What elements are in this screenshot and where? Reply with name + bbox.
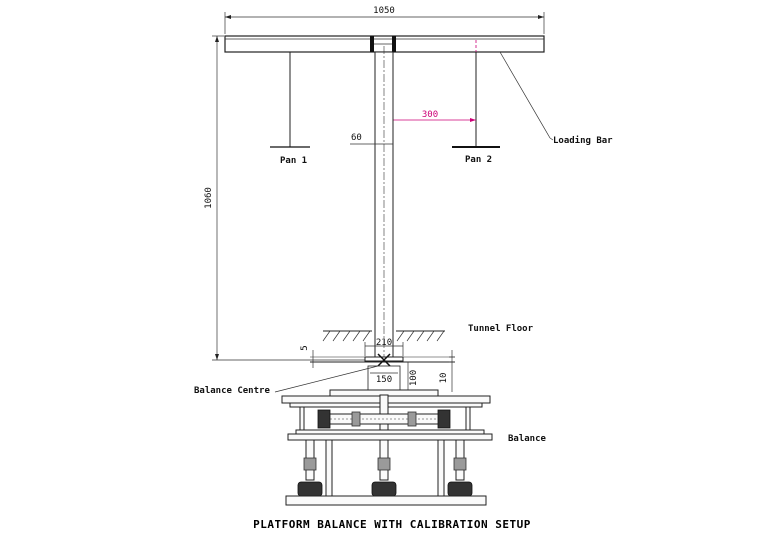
balance-centre-leader <box>274 365 379 393</box>
thickness-dimension: 10 <box>439 350 455 392</box>
loading-bar <box>224 35 545 53</box>
balance-assembly <box>281 389 493 506</box>
rod-dimension: 60 <box>350 133 393 145</box>
plate-dimension: 210 <box>364 338 404 356</box>
mount-plate <box>310 353 455 395</box>
height-dimension: 1060 <box>204 35 375 361</box>
diagram-title: PLATFORM BALANCE WITH CALIBRATION SETUP <box>253 518 531 531</box>
base-dimension: 150 <box>370 372 398 385</box>
base-value: 150 <box>376 375 392 385</box>
loading-bar-leader <box>499 51 551 139</box>
balance-centre-label: Balance Centre <box>194 386 270 396</box>
thickness-value: 10 <box>439 373 449 384</box>
depth-dimension: 100 <box>407 362 419 394</box>
plate-value: 210 <box>376 338 392 348</box>
bar-length-dimension: 1050 <box>224 6 545 34</box>
central-rod <box>374 46 394 362</box>
arm-dimension: 300 <box>384 110 476 122</box>
loading-bar-label: Loading Bar <box>553 135 613 146</box>
tunnel-floor-label: Tunnel Floor <box>468 324 534 334</box>
gap-dimension: 5 <box>300 345 314 368</box>
gap-value: 5 <box>300 345 310 350</box>
pan-2-label: Pan 2 <box>465 155 492 165</box>
arm-value: 300 <box>422 110 438 120</box>
height-value: 1060 <box>204 187 214 209</box>
pan-1: Pan 1 <box>270 52 310 166</box>
pan-2: Pan 2 <box>452 40 500 165</box>
balance-label: Balance <box>508 434 547 444</box>
bar-length-value: 1050 <box>373 6 395 16</box>
depth-value: 100 <box>409 370 419 386</box>
pan-1-label: Pan 1 <box>280 156 307 166</box>
rod-value: 60 <box>351 133 362 143</box>
tunnel-floor: Tunnel Floor <box>322 324 534 342</box>
